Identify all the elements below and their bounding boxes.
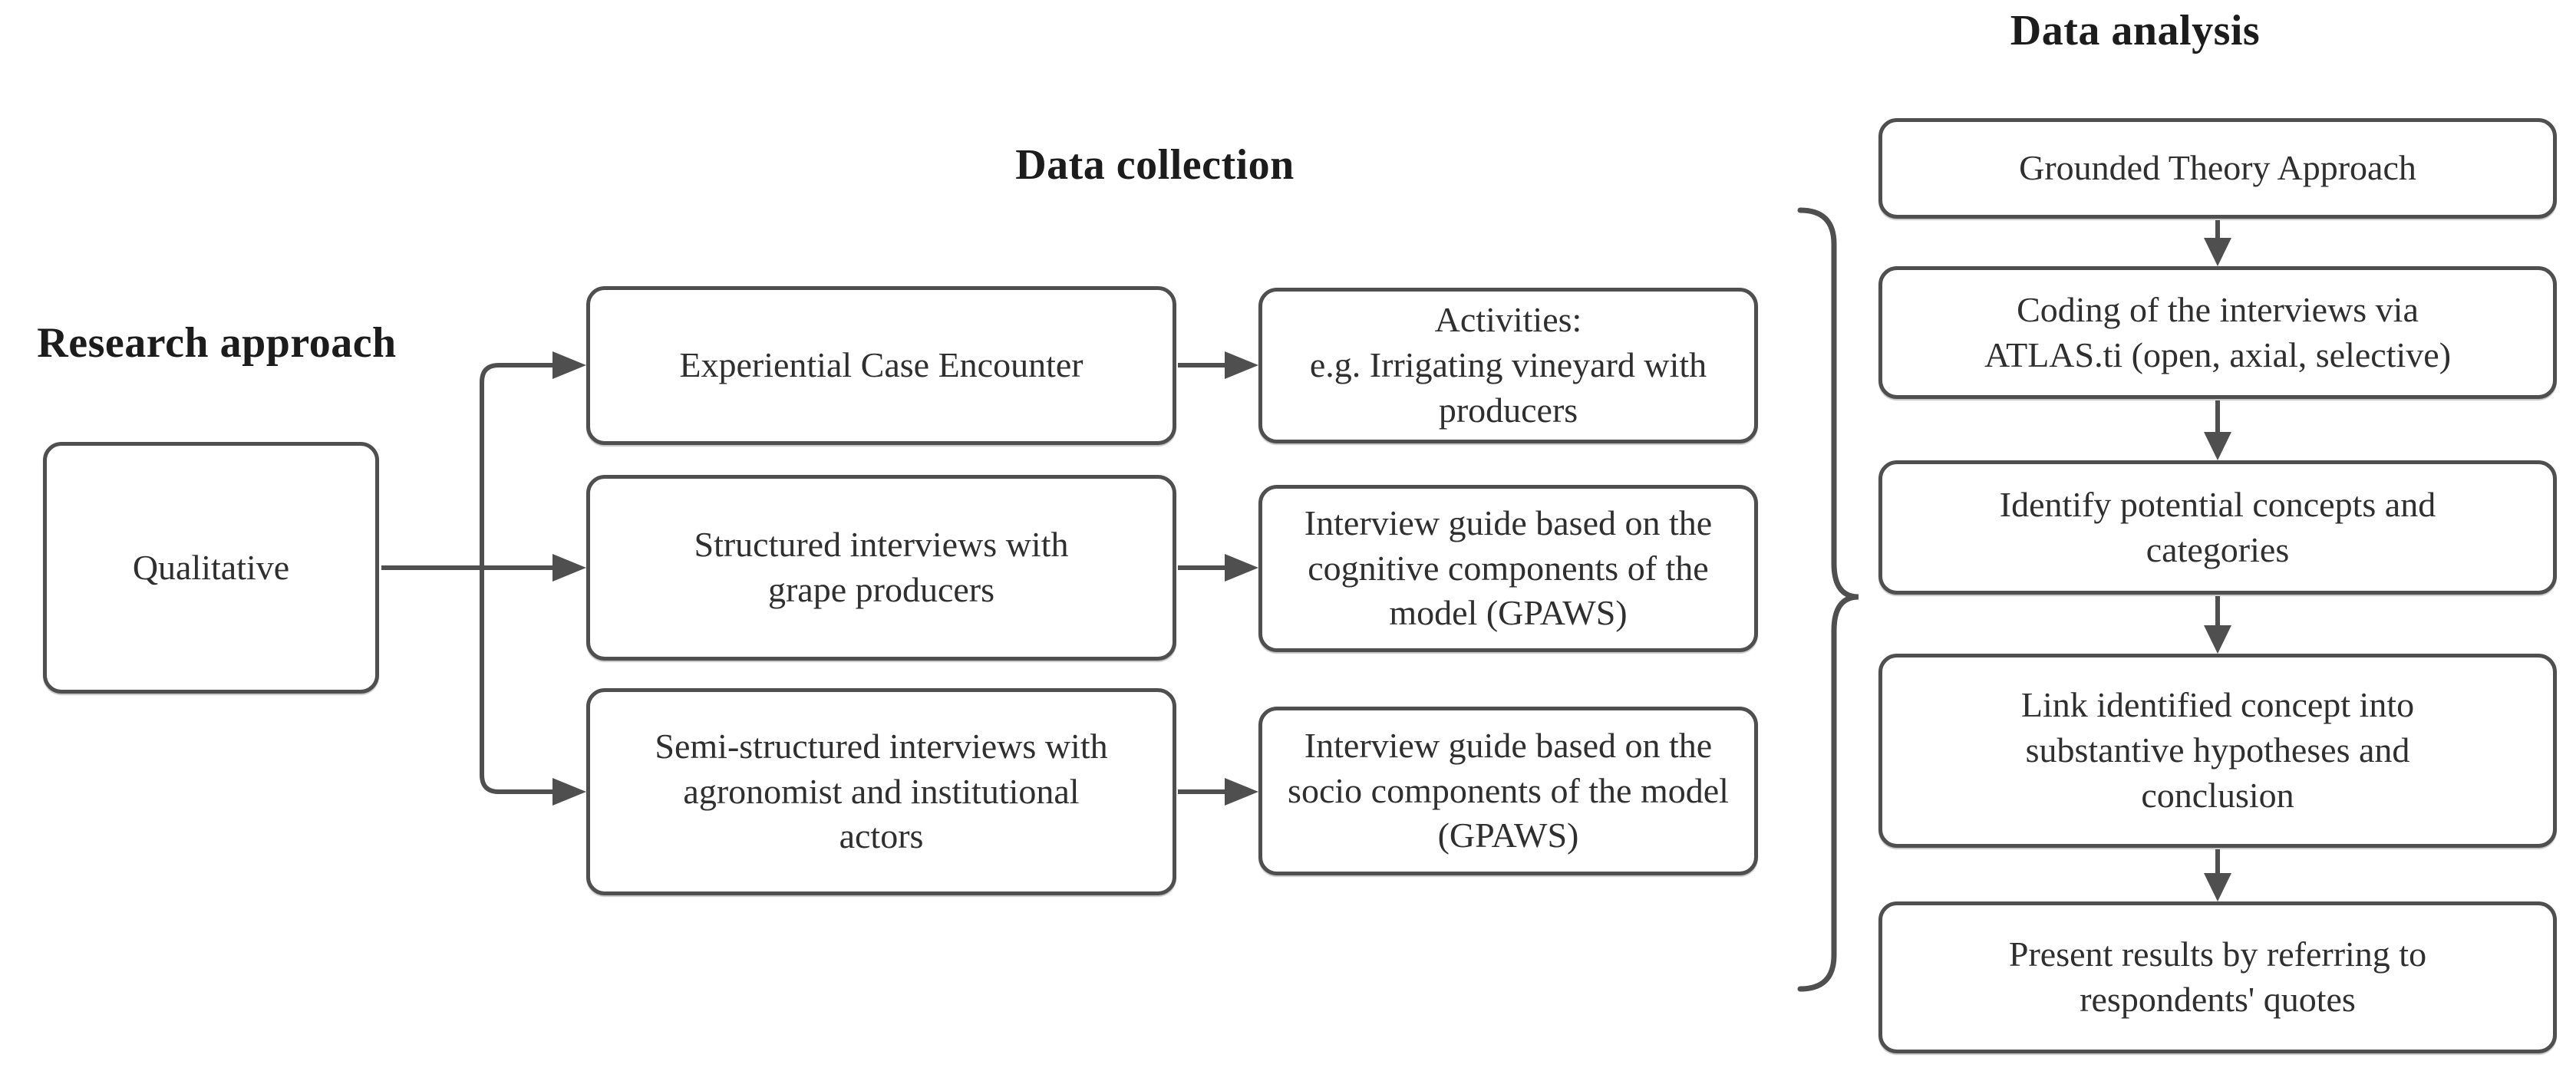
method-box-structured-interviews: Structured interviews with grape produce… xyxy=(586,475,1176,661)
curly-brace xyxy=(1797,207,1859,992)
analysis-step-coding-atlas-ti: Coding of the interviews via ATLAS.ti (o… xyxy=(1878,266,2557,399)
data-analysis-heading: Data analysis xyxy=(2010,7,2261,54)
arrowhead-branch-bottom xyxy=(552,778,586,806)
instrument-box-socio-guide: Interview guide based on the socio compo… xyxy=(1258,707,1758,875)
qualitative-box: Qualitative xyxy=(43,442,379,694)
data-collection-heading: Data collection xyxy=(1015,141,1295,189)
method-box-experiential-case-encounter: Experiential Case Encounter xyxy=(586,286,1176,445)
analysis-step-grounded-theory: Grounded Theory Approach xyxy=(1878,118,2557,219)
instrument-box-activities: Activities: e.g. Irrigating vineyard wit… xyxy=(1258,288,1758,443)
arrowhead-branch-middle xyxy=(552,554,586,582)
analysis-step-present-results: Present results by referring to responde… xyxy=(1878,901,2557,1053)
arrowhead-branch-top xyxy=(552,351,586,379)
arrowhead-analysis-3 xyxy=(2204,625,2231,654)
method-box-semi-structured-interviews: Semi-structured interviews with agronomi… xyxy=(586,688,1176,895)
research-approach-heading: Research approach xyxy=(37,319,397,367)
arrowhead-analysis-2 xyxy=(2204,432,2231,460)
analysis-step-identify-concepts: Identify potential concepts and categori… xyxy=(1878,460,2557,595)
instrument-box-cognitive-guide: Interview guide based on the cognitive c… xyxy=(1258,485,1758,652)
arrowhead-analysis-4 xyxy=(2204,873,2231,901)
arrowhead-instrument-bottom xyxy=(1225,778,1258,806)
arrowhead-instrument-top xyxy=(1225,351,1258,379)
arrowhead-instrument-middle xyxy=(1225,554,1258,582)
analysis-step-link-concepts: Link identified concept into substantive… xyxy=(1878,654,2557,848)
arrowhead-analysis-1 xyxy=(2204,238,2231,266)
branch-vertical-line xyxy=(480,363,500,794)
